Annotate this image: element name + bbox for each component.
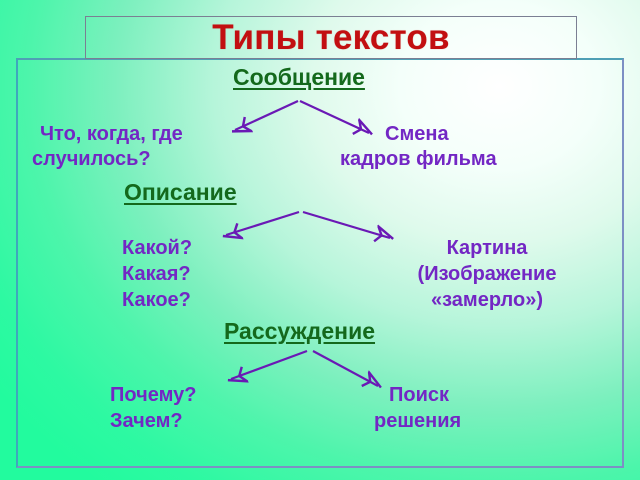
opisanie-answer-line2: (Изображение — [417, 263, 557, 285]
opisanie-question-line2: Какая? — [122, 263, 191, 285]
rassuzhdenie-answer-line2: решения — [374, 410, 462, 432]
opisanie-answer-line1: Картина — [446, 237, 528, 259]
opisanie-question-line1: Какой? — [122, 237, 193, 259]
section-heading-rassuzhdenie: Рассуждение — [224, 318, 376, 344]
opisanie-question-line3: Какое? — [122, 289, 191, 311]
rassuzhdenie-answer-line1: Поиск — [389, 384, 450, 406]
section-heading-soobshchenie: Сообщение — [233, 64, 365, 90]
title-box: Типы текстов — [85, 16, 577, 59]
page-title: Типы текстов — [212, 18, 450, 57]
soobshchenie-answer-line1: Смена — [385, 123, 449, 145]
section-heading-opisanie: Описание — [124, 179, 237, 205]
content-frame — [16, 58, 624, 468]
rassuzhdenie-question-line1: Почему? — [110, 384, 197, 406]
opisanie-answer-line3: «замерло») — [430, 289, 543, 311]
rassuzhdenie-question-line2: Зачем? — [110, 410, 183, 432]
soobshchenie-answer-line2: кадров фильма — [340, 148, 497, 170]
soobshchenie-question-line2: случилось? — [32, 148, 151, 170]
soobshchenie-question-line1: Что, когда, где — [40, 123, 183, 145]
